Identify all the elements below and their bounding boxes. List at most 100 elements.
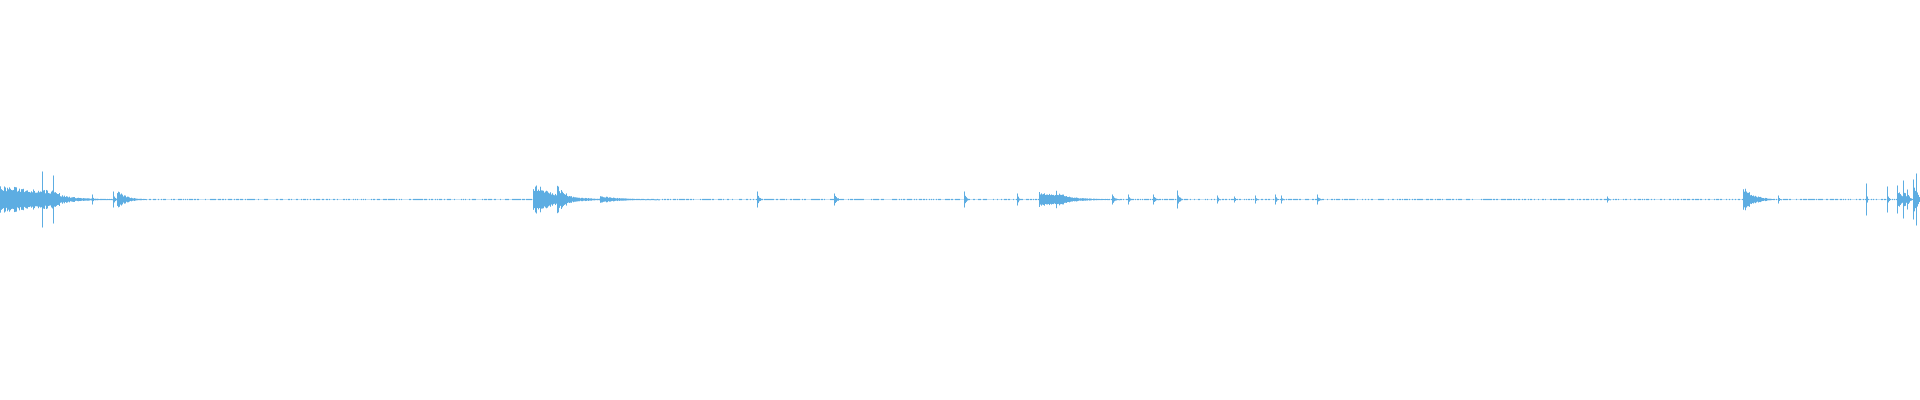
waveform-sample-bar: [1399, 198, 1400, 201]
waveform-sample-bar: [710, 198, 711, 201]
waveform-sample-bar: [1214, 198, 1215, 201]
waveform-sample-bar: [569, 195, 570, 204]
waveform-sample-bar: [585, 197, 586, 202]
waveform-sample-bar: [848, 198, 849, 201]
waveform-sample-bar: [815, 198, 816, 201]
waveform-sample-bar: [37, 192, 38, 207]
waveform-sample-bar: [627, 198, 628, 201]
waveform-sample-bar: [1175, 198, 1176, 201]
waveform-sample-bar: [101, 198, 102, 201]
waveform-sample-bar: [394, 198, 395, 201]
waveform-sample-bar: [1315, 198, 1316, 201]
waveform-sample-bar: [759, 197, 760, 202]
waveform-sample-bar: [66, 196, 67, 203]
waveform-sample-bar: [723, 198, 724, 201]
waveform-sample-bar: [31, 191, 32, 208]
waveform-sample-bar: [253, 198, 254, 201]
waveform-sample-bar: [45, 193, 46, 206]
waveform-sample-bar: [895, 198, 896, 201]
waveform-sample-bar: [571, 196, 572, 203]
waveform-sample-bar: [609, 197, 610, 202]
waveform-sample-bar: [637, 198, 638, 201]
waveform-sample-bar: [1042, 194, 1043, 205]
waveform-sample-bar: [68, 197, 69, 202]
waveform-sample-bar: [1446, 198, 1447, 201]
waveform-sample-bar: [1013, 198, 1014, 201]
waveform-sample-bar: [640, 199, 641, 201]
waveform-sample-bar: [588, 198, 589, 201]
waveform-sample-bar: [1785, 198, 1786, 201]
waveform-sample-bar: [440, 198, 441, 201]
waveform-sample-bar: [1744, 191, 1745, 208]
waveform-sample-bar: [1873, 198, 1874, 201]
waveform-sample-bar: [1431, 198, 1432, 201]
waveform-sample-bar: [1558, 198, 1559, 201]
waveform-sample-bar: [1427, 198, 1428, 201]
waveform-sample-bar: [50, 193, 51, 206]
waveform-sample-bar: [1223, 198, 1224, 201]
waveform-sample-bar: [1863, 198, 1864, 201]
waveform-sample-bar: [1047, 194, 1048, 205]
waveform-sample-bar: [652, 198, 653, 201]
waveform-sample-bar: [955, 198, 956, 201]
waveform-sample-bar: [586, 198, 587, 201]
waveform-sample-bar: [550, 192, 551, 207]
waveform-sample-bar: [1237, 198, 1238, 201]
waveform-sample-bar: [482, 198, 483, 201]
waveform-sample-bar: [1747, 192, 1748, 207]
waveform-sample-bar: [0, 186, 1, 213]
waveform-sample-bar: [883, 198, 884, 201]
waveform-sample-bar: [1848, 198, 1849, 201]
waveform-sample-bar: [1345, 198, 1346, 201]
waveform-sample-bar: [1031, 198, 1032, 201]
waveform-sample-bar: [567, 195, 568, 204]
waveform-sample-bar: [1282, 198, 1283, 201]
waveform-sample-bar: [113, 191, 114, 208]
waveform-sample-bar: [1159, 198, 1160, 201]
waveform-sample-bar: [1904, 192, 1905, 207]
waveform-sample-bar: [365, 198, 366, 201]
waveform-sample-bar: [429, 198, 430, 201]
waveform-sample-bar: [444, 198, 445, 201]
waveform-sample-bar: [625, 198, 626, 201]
waveform-sample-bar: [1378, 198, 1379, 201]
waveform-sample-bar: [133, 198, 134, 201]
waveform-sample-bar: [1353, 198, 1354, 201]
waveform-sample-bar: [1053, 194, 1054, 205]
waveform-sample-bar: [1543, 198, 1544, 201]
waveform-sample-bar: [1062, 194, 1063, 205]
waveform-sample-bar: [1130, 198, 1131, 201]
waveform-sample-bar: [690, 198, 691, 201]
waveform-sample-bar: [1600, 198, 1601, 201]
waveform-sample-bar: [957, 198, 958, 201]
waveform-sample-bar: [1426, 198, 1427, 201]
waveform-sample-bar: [818, 198, 819, 201]
waveform-sample-bar: [1379, 198, 1380, 201]
waveform-sample-bar: [288, 198, 289, 201]
waveform-sample-bar: [583, 198, 584, 201]
waveform-sample-bar: [610, 197, 611, 202]
waveform-sample-bar: [74, 197, 75, 202]
waveform-sample-bar: [677, 198, 678, 201]
waveform-sample-bar: [1220, 199, 1221, 201]
waveform-sample-bar: [687, 198, 688, 201]
waveform-sample-bar: [435, 198, 436, 201]
waveform-sample-bar: [1865, 198, 1866, 201]
waveform-sample-bar: [1140, 198, 1141, 201]
waveform-sample-bar: [41, 191, 42, 208]
waveform-sample-bar: [1572, 198, 1573, 201]
waveform-sample-bar: [13, 189, 14, 210]
waveform-sample-bar: [1827, 198, 1828, 201]
waveform-sample-bar: [1746, 191, 1747, 208]
waveform-sample-bar: [249, 198, 250, 201]
waveform-sample-bar: [858, 198, 859, 201]
waveform-sample-bar: [1147, 198, 1148, 201]
waveform-sample-bar: [361, 198, 362, 201]
waveform-sample-bar: [1859, 198, 1860, 201]
waveform-sample-bar: [1334, 198, 1335, 201]
waveform-sample-bar: [426, 198, 427, 201]
waveform-sample-bar: [67, 196, 68, 203]
waveform-sample-bar: [1608, 198, 1609, 201]
waveform-sample-bar: [247, 198, 248, 201]
